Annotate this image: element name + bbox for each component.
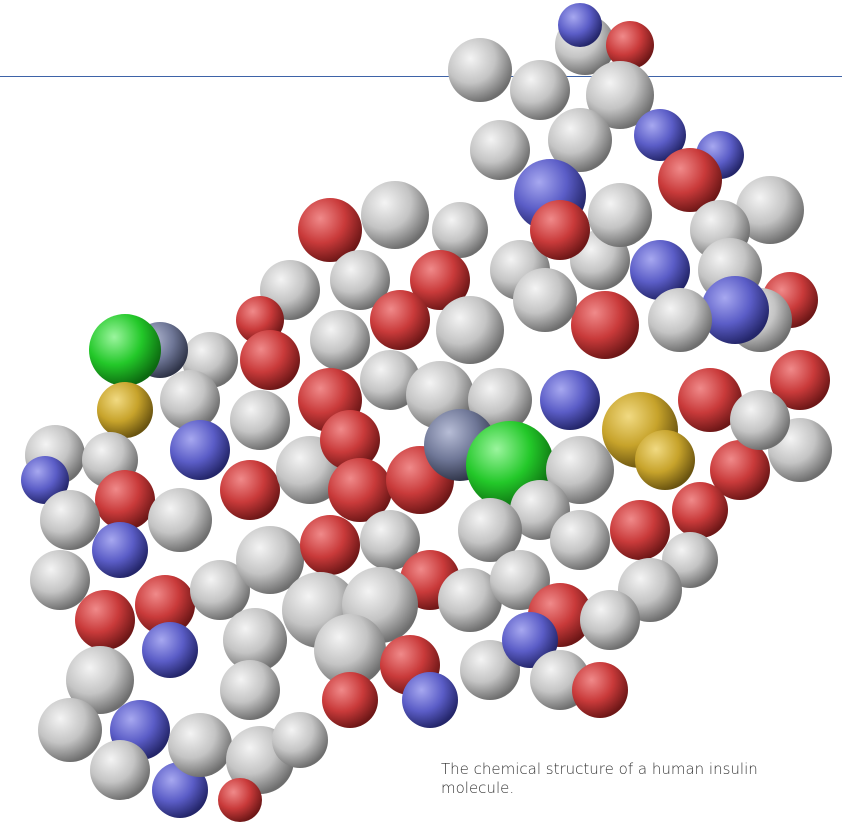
image-caption: The chemical structure of a human insuli… <box>441 760 758 797</box>
atom-layer-middle <box>21 159 790 622</box>
header-divider-line <box>0 76 842 77</box>
atom-layer-back <box>236 3 832 538</box>
atom-layer-front <box>30 510 640 822</box>
